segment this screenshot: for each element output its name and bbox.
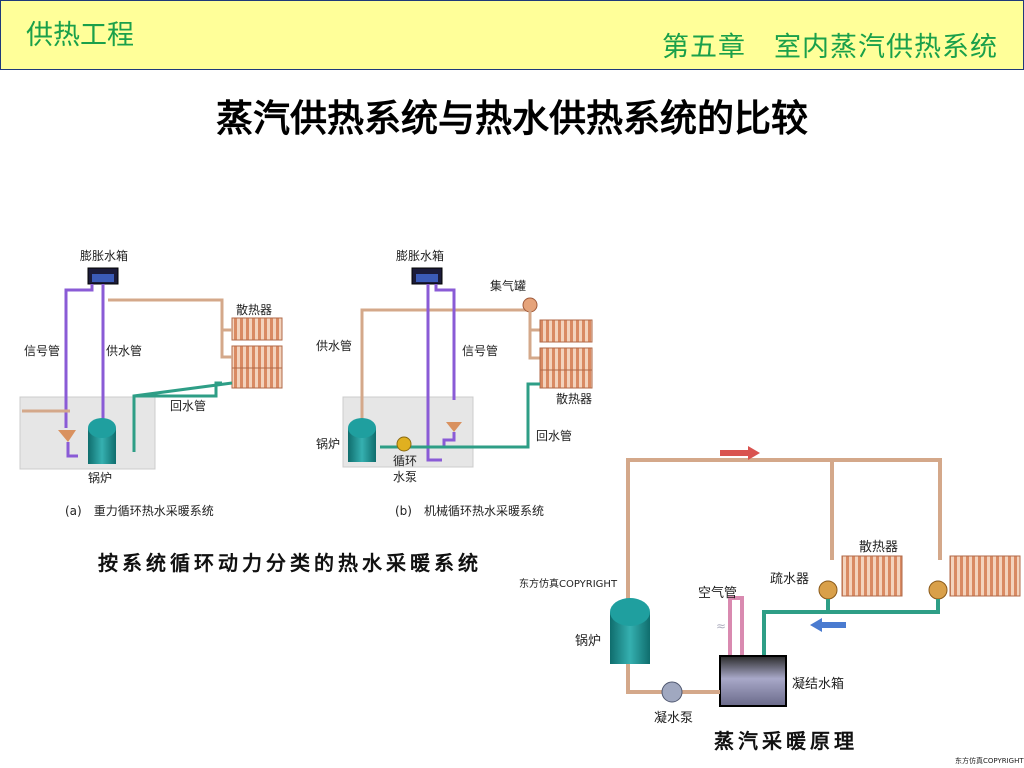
steam-diagram: ≈ — [610, 446, 1021, 707]
label-condensate-pump: 凝水泵 — [654, 710, 693, 726]
radiator-a2-icon — [231, 345, 283, 369]
funnel-a-icon — [58, 430, 76, 442]
hotwater-caption: 按系统循环动力分类的热水采暖系统 — [98, 551, 482, 575]
diagram-a — [19, 267, 283, 470]
label-b-radiator: 散热器 — [556, 391, 592, 406]
signal-pipe-a — [64, 284, 94, 428]
label-b-boiler: 锅炉 — [316, 436, 340, 451]
steam-caption: 蒸汽采暖原理 — [714, 729, 858, 753]
label-b-signal-pipe: 信号管 — [462, 343, 498, 358]
drain-trap-1-icon — [818, 580, 838, 600]
label-b-expansion-tank: 膨胀水箱 — [396, 248, 444, 263]
supply-pipe-b — [360, 308, 527, 420]
header-bar: 供热工程 第五章 室内蒸汽供热系统 — [0, 0, 1024, 70]
label-a-boiler: 锅炉 — [88, 470, 112, 485]
signal-pipe-b — [434, 284, 456, 400]
pump-b-icon — [396, 436, 412, 452]
radiator-a1-icon — [231, 317, 283, 341]
label-steam-boiler: 锅炉 — [575, 633, 601, 649]
air-collector-icon — [522, 297, 538, 313]
label-a-signal-pipe: 信号管 — [24, 343, 60, 358]
label-a-expansion-tank: 膨胀水箱 — [80, 248, 128, 263]
label-condensate-tank: 凝结水箱 — [792, 676, 844, 692]
condensate-return-pipe — [762, 599, 830, 660]
chapter-title: 第五章 室内蒸汽供热系统 — [662, 32, 998, 63]
radiator-b1-icon — [539, 319, 593, 343]
expansion-pipe-b — [426, 284, 442, 462]
steam-flow-arrow-icon — [720, 446, 760, 460]
return-pipe-b — [380, 382, 540, 449]
caption-a: (a) 重力循环热水采暖系统 — [65, 504, 214, 518]
radiator-a3-icon — [231, 367, 283, 389]
drain-trap-2-icon — [928, 580, 948, 600]
label-b-pump-1: 循环 — [393, 454, 417, 468]
supply-pipe-a — [108, 298, 224, 316]
steam-copyright: 东方仿真COPYRIGHT — [519, 577, 618, 590]
condensate-tank-icon — [719, 655, 787, 707]
radiator-b3-icon — [539, 369, 593, 389]
diagram-b — [342, 267, 593, 468]
funnel-b-icon — [446, 422, 462, 432]
condensate-pump-icon — [661, 681, 683, 703]
label-steam-radiator: 散热器 — [859, 540, 898, 555]
slide-title: 蒸汽供热系统与热水供热系统的比较 — [216, 97, 808, 140]
radiator-b2-icon — [539, 347, 593, 371]
label-a-return-pipe: 回水管 — [170, 398, 206, 413]
label-b-return-pipe: 回水管 — [536, 428, 572, 443]
steam-radiator-1-icon — [841, 555, 903, 597]
label-b-supply-pipe: 供水管 — [316, 338, 352, 353]
svg-text:≈: ≈ — [716, 619, 726, 633]
steam-radiator-2-icon — [949, 555, 1021, 597]
steam-supply-pipe — [626, 458, 942, 605]
return-flow-arrow-icon — [810, 618, 846, 632]
label-a-supply-pipe: 供水管 — [106, 343, 142, 358]
label-air-pipe: 空气管 — [698, 585, 737, 601]
label-b-air-collector: 集气罐 — [490, 278, 526, 293]
label-drain-trap: 疏水器 — [770, 572, 809, 587]
steam-copyright-small: 东方仿真COPYRIGHT — [955, 756, 1024, 765]
label-a-radiator: 散热器 — [236, 302, 272, 317]
course-title: 供热工程 — [26, 20, 134, 51]
air-pipe — [728, 596, 744, 660]
caption-b: (b) 机械循环热水采暖系统 — [395, 503, 544, 518]
label-b-pump-2: 水泵 — [393, 470, 417, 484]
